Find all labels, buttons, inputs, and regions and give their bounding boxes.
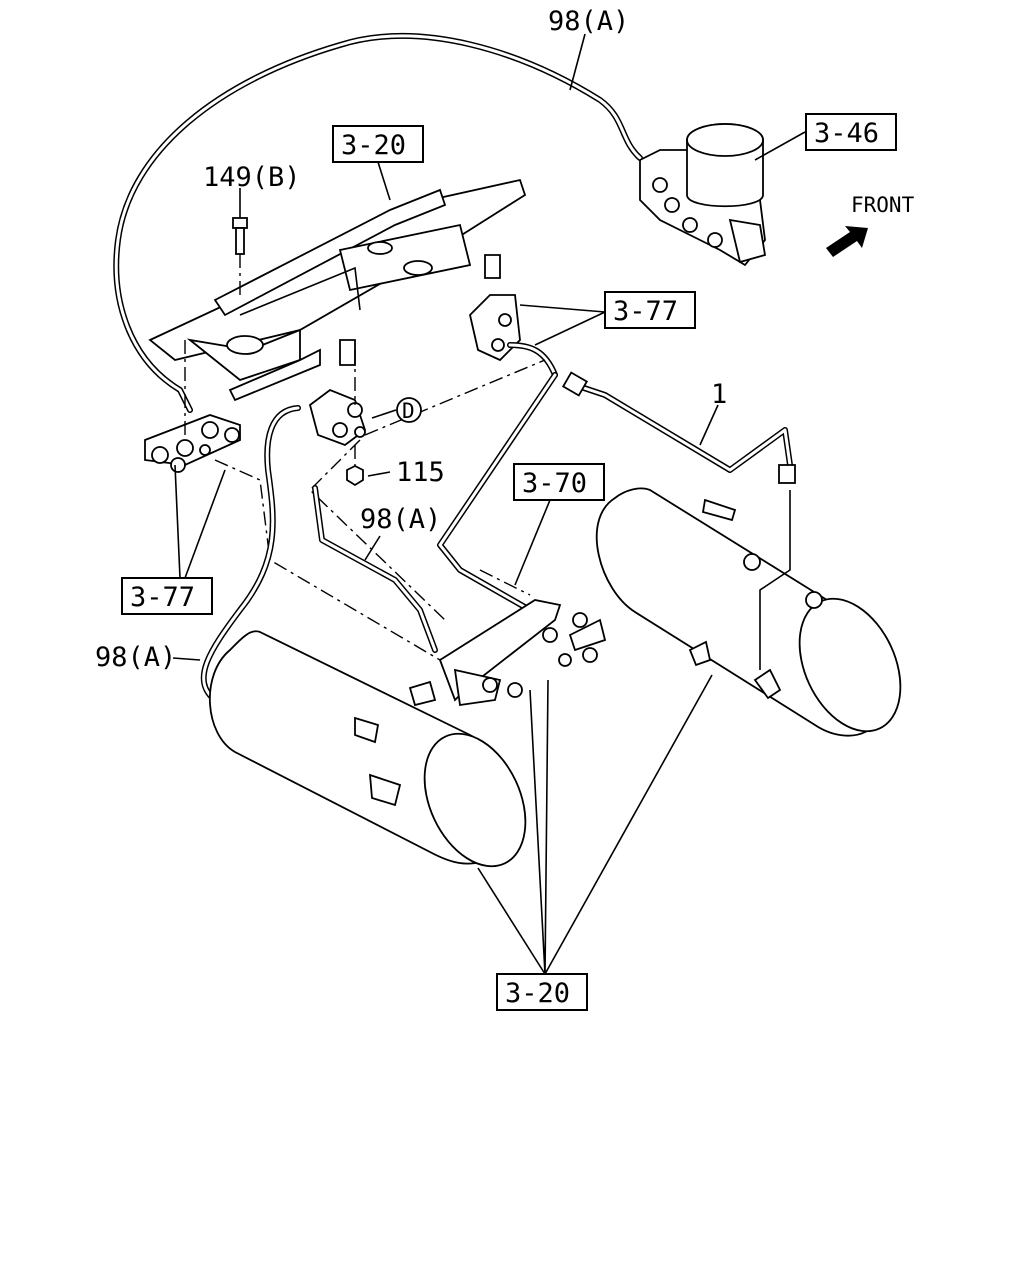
tank-ref-box — [496, 973, 588, 1011]
center-line-1 — [364, 359, 546, 436]
air-tank-left — [209, 630, 527, 868]
dryer-ref-box — [805, 113, 897, 151]
pipe-98a-top — [113, 33, 643, 413]
front-arrow — [826, 226, 868, 257]
label-valve-ref-left: 3-77 — [130, 582, 195, 613]
label-top-pipe: 98(A) — [548, 6, 629, 37]
label-mid-pipe: 98(A) — [360, 504, 441, 535]
label-pipe-1: 1 — [711, 379, 727, 410]
label-bolt: 149(B) — [203, 162, 301, 193]
bracket-ref-box — [332, 125, 424, 163]
label-front: FRONT — [851, 193, 915, 217]
label-nut: 115 — [396, 457, 445, 488]
pipe-98a-left — [200, 405, 358, 773]
tank-valve — [438, 569, 607, 707]
pipe-98a-middle — [312, 485, 438, 653]
nut — [346, 464, 364, 487]
frame-bracket — [148, 178, 527, 402]
protection-valve-left — [144, 340, 241, 473]
air-tank-right — [595, 487, 902, 737]
label-marker: D — [402, 399, 415, 423]
valve-ref-tank-box — [513, 463, 605, 501]
label-valve-ref-right: 3-77 — [613, 296, 678, 327]
protection-valve-right — [469, 294, 558, 378]
label-dryer-ref: 3-46 — [814, 118, 879, 149]
valve-ref-right-box — [604, 291, 696, 329]
center-line-2 — [309, 439, 446, 621]
valve-ref-left-box — [121, 577, 213, 615]
pipe-1 — [561, 371, 796, 484]
pipe-from-upper-valve — [437, 372, 558, 613]
label-left-pipe: 98(A) — [95, 642, 176, 673]
center-line-3 — [214, 459, 441, 661]
marker-circle — [396, 397, 422, 423]
label-bracket-ref: 3-20 — [341, 130, 406, 161]
valve-d — [308, 350, 367, 470]
label-valve-ref-tank: 3-70 — [522, 468, 587, 499]
air-dryer — [639, 123, 767, 267]
label-tank-ref: 3-20 — [505, 978, 570, 1009]
leader-lines — [172, 33, 806, 975]
